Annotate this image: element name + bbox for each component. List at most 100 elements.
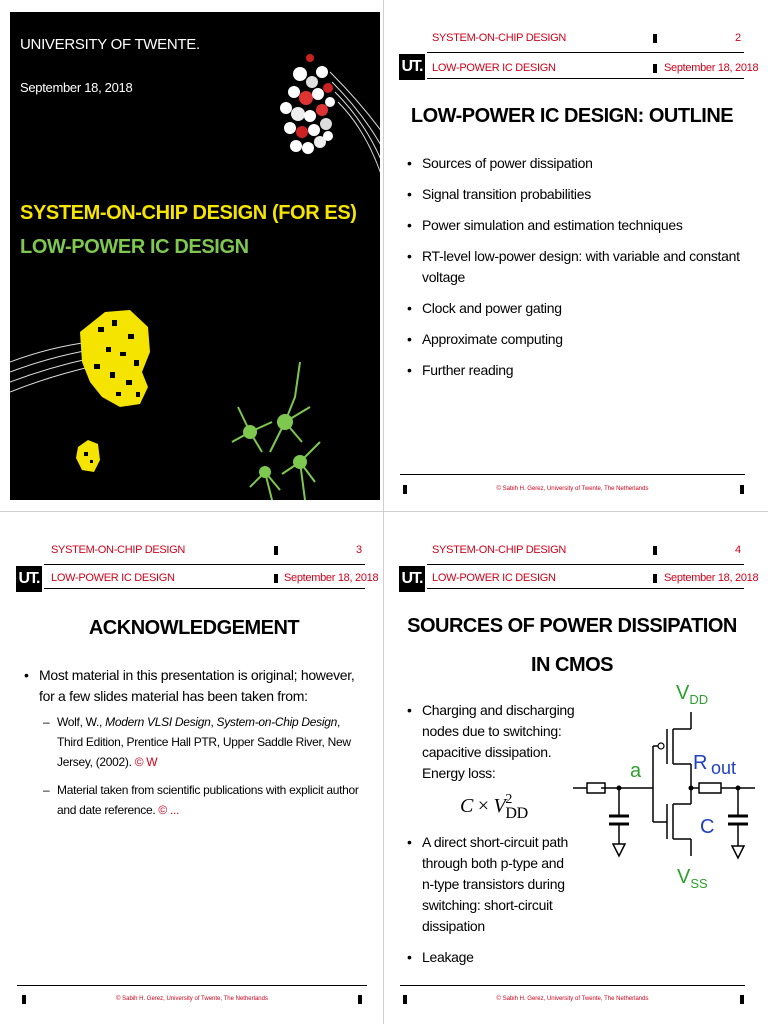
header-marker xyxy=(274,546,278,555)
footer-marker xyxy=(403,995,407,1004)
source-author: Wolf, W., xyxy=(57,715,106,729)
source-details: , Third Edition, Prentice Hall PTR, Uppe… xyxy=(57,715,351,769)
output-label: out xyxy=(711,758,737,778)
dissipation-list: Charging and discharging nodes due to sw… xyxy=(405,700,577,978)
formula-times: × xyxy=(477,795,489,817)
copyright-mark: © ... xyxy=(158,803,180,817)
list-item: Most material in this presentation is or… xyxy=(22,665,362,820)
header-rule xyxy=(44,564,365,565)
acknowledgement-slide: UT. SYSTEM-ON-CHIP DESIGN 3 LOW-POWER IC… xyxy=(10,524,380,1014)
vdd-letter: V xyxy=(676,682,690,704)
power-dissipation-slide: UT. SYSTEM-ON-CHIP DESIGN 4 LOW-POWER IC… xyxy=(393,524,759,1014)
formula-voltage: V xyxy=(493,795,506,817)
header-marker xyxy=(653,546,657,555)
list-item: Power simulation and estimation techniqu… xyxy=(405,215,751,236)
source-item-publications: Material taken from scientific publicati… xyxy=(39,780,362,820)
decorative-cell-illustration xyxy=(10,54,380,500)
outline-list: Sources of power dissipation Signal tran… xyxy=(405,153,751,391)
acknowledgement-list: Most material in this presentation is or… xyxy=(22,665,362,830)
footer-marker xyxy=(740,995,744,1004)
page-number: 4 xyxy=(735,544,741,556)
header-date: September 18, 2018 xyxy=(284,572,379,584)
university-name: UNIVERSITY OF TWENTE. xyxy=(20,36,200,53)
list-item: Charging and discharging nodes due to sw… xyxy=(405,700,577,822)
page-number: 2 xyxy=(735,32,741,44)
capacitive-dissipation-text: Charging and discharging nodes due to sw… xyxy=(422,702,575,781)
list-item: A direct short-circuit path through both… xyxy=(405,832,577,937)
source-book-title: System-on-Chip Design xyxy=(216,715,338,729)
header-rule xyxy=(44,588,365,589)
list-item: Leakage xyxy=(405,947,577,968)
footer-copyright: © Sabih H. Gerez, University of Twente, … xyxy=(116,996,268,1002)
header-marker xyxy=(653,574,657,583)
vertical-divider xyxy=(383,0,384,1024)
list-item: Further reading xyxy=(405,360,751,381)
list-item: Sources of power dissipation xyxy=(405,153,751,174)
outline-slide: UT. SYSTEM-ON-CHIP DESIGN 2 LOW-POWER IC… xyxy=(393,12,759,500)
header-date: September 18, 2018 xyxy=(664,572,759,584)
source-book-title: Modern VLSI Design xyxy=(105,715,211,729)
header-rule xyxy=(427,78,744,79)
resistor-label: R xyxy=(693,752,708,774)
course-title: SYSTEM-ON-CHIP DESIGN (FOR ES) xyxy=(20,202,357,224)
capacitor-label: C xyxy=(700,816,715,838)
header-rule xyxy=(427,564,744,565)
molecule-graphic-red xyxy=(280,54,380,173)
vss-label: VSS xyxy=(677,866,708,891)
header-course: SYSTEM-ON-CHIP DESIGN xyxy=(51,544,186,556)
formula-capacitance: C xyxy=(460,795,474,817)
vdd-subscript: DD xyxy=(689,692,709,707)
footer-rule xyxy=(17,985,367,986)
acknowledgement-text: Most material in this presentation is or… xyxy=(39,667,355,704)
slide-title-line1: SOURCES OF POWER DISSIPATION xyxy=(407,615,737,637)
header-rule xyxy=(427,588,744,589)
list-item: Clock and power gating xyxy=(405,298,751,319)
source-item-wolf: Wolf, W., Modern VLSI Design, System-on-… xyxy=(39,712,362,772)
header-marker xyxy=(653,34,657,43)
slide-title-line2: IN CMOS xyxy=(530,654,614,676)
ut-logo: UT. xyxy=(16,566,42,592)
vdd-label: VDD xyxy=(676,682,708,707)
header-marker xyxy=(274,574,278,583)
list-item: Approximate computing xyxy=(405,329,751,350)
neuron-bodies xyxy=(243,414,307,478)
vss-letter: V xyxy=(677,866,691,888)
slide-title: ACKNOWLEDGEMENT xyxy=(88,617,300,639)
footer-marker xyxy=(358,995,362,1004)
header-rule xyxy=(427,52,744,53)
footer-marker xyxy=(403,485,407,494)
header-topic: LOW-POWER IC DESIGN xyxy=(51,572,175,584)
title-slide: UNIVERSITY OF TWENTE. September 18, 2018… xyxy=(10,12,380,500)
ut-logo: UT. xyxy=(399,566,425,592)
footer-marker xyxy=(22,995,26,1004)
header-date: September 18, 2018 xyxy=(664,62,759,74)
footer-marker xyxy=(740,485,744,494)
source-details: Material taken from scientific publicati… xyxy=(57,783,359,817)
page-number: 3 xyxy=(356,544,362,556)
cmos-inverter-circuit xyxy=(573,712,755,860)
lecture-title: LOW-POWER IC DESIGN xyxy=(20,236,249,258)
footer-copyright: © Sabih H. Gerez, University of Twente, … xyxy=(496,486,649,492)
header-marker xyxy=(653,64,657,73)
header-topic: LOW-POWER IC DESIGN xyxy=(432,572,556,584)
header-course: SYSTEM-ON-CHIP DESIGN xyxy=(432,544,567,556)
slide-title: LOW-POWER IC DESIGN: OUTLINE xyxy=(410,105,734,127)
source-list: Wolf, W., Modern VLSI Design, System-on-… xyxy=(39,712,362,820)
footer-copyright: © Sabih H. Gerez, University of Twente, … xyxy=(496,996,649,1002)
ut-logo: UT. xyxy=(399,54,425,80)
footer-rule xyxy=(400,474,745,475)
vss-subscript: SS xyxy=(690,876,708,891)
list-item: Signal transition probabilities xyxy=(405,184,751,205)
horizontal-divider xyxy=(0,511,768,512)
header-course: SYSTEM-ON-CHIP DESIGN xyxy=(432,32,567,44)
list-item: RT-level low-power design: with variable… xyxy=(405,246,751,288)
formula-exponent: 2 xyxy=(505,792,513,807)
copyright-mark: © W xyxy=(134,755,158,769)
source-separator: , xyxy=(210,715,217,729)
formula-subscript: DD xyxy=(505,805,528,822)
footer-rule xyxy=(400,985,745,986)
presentation-date: September 18, 2018 xyxy=(20,80,133,95)
input-label: a xyxy=(630,760,642,782)
slide-title: SOURCES OF POWER DISSIPATION IN CMOS xyxy=(393,607,751,685)
